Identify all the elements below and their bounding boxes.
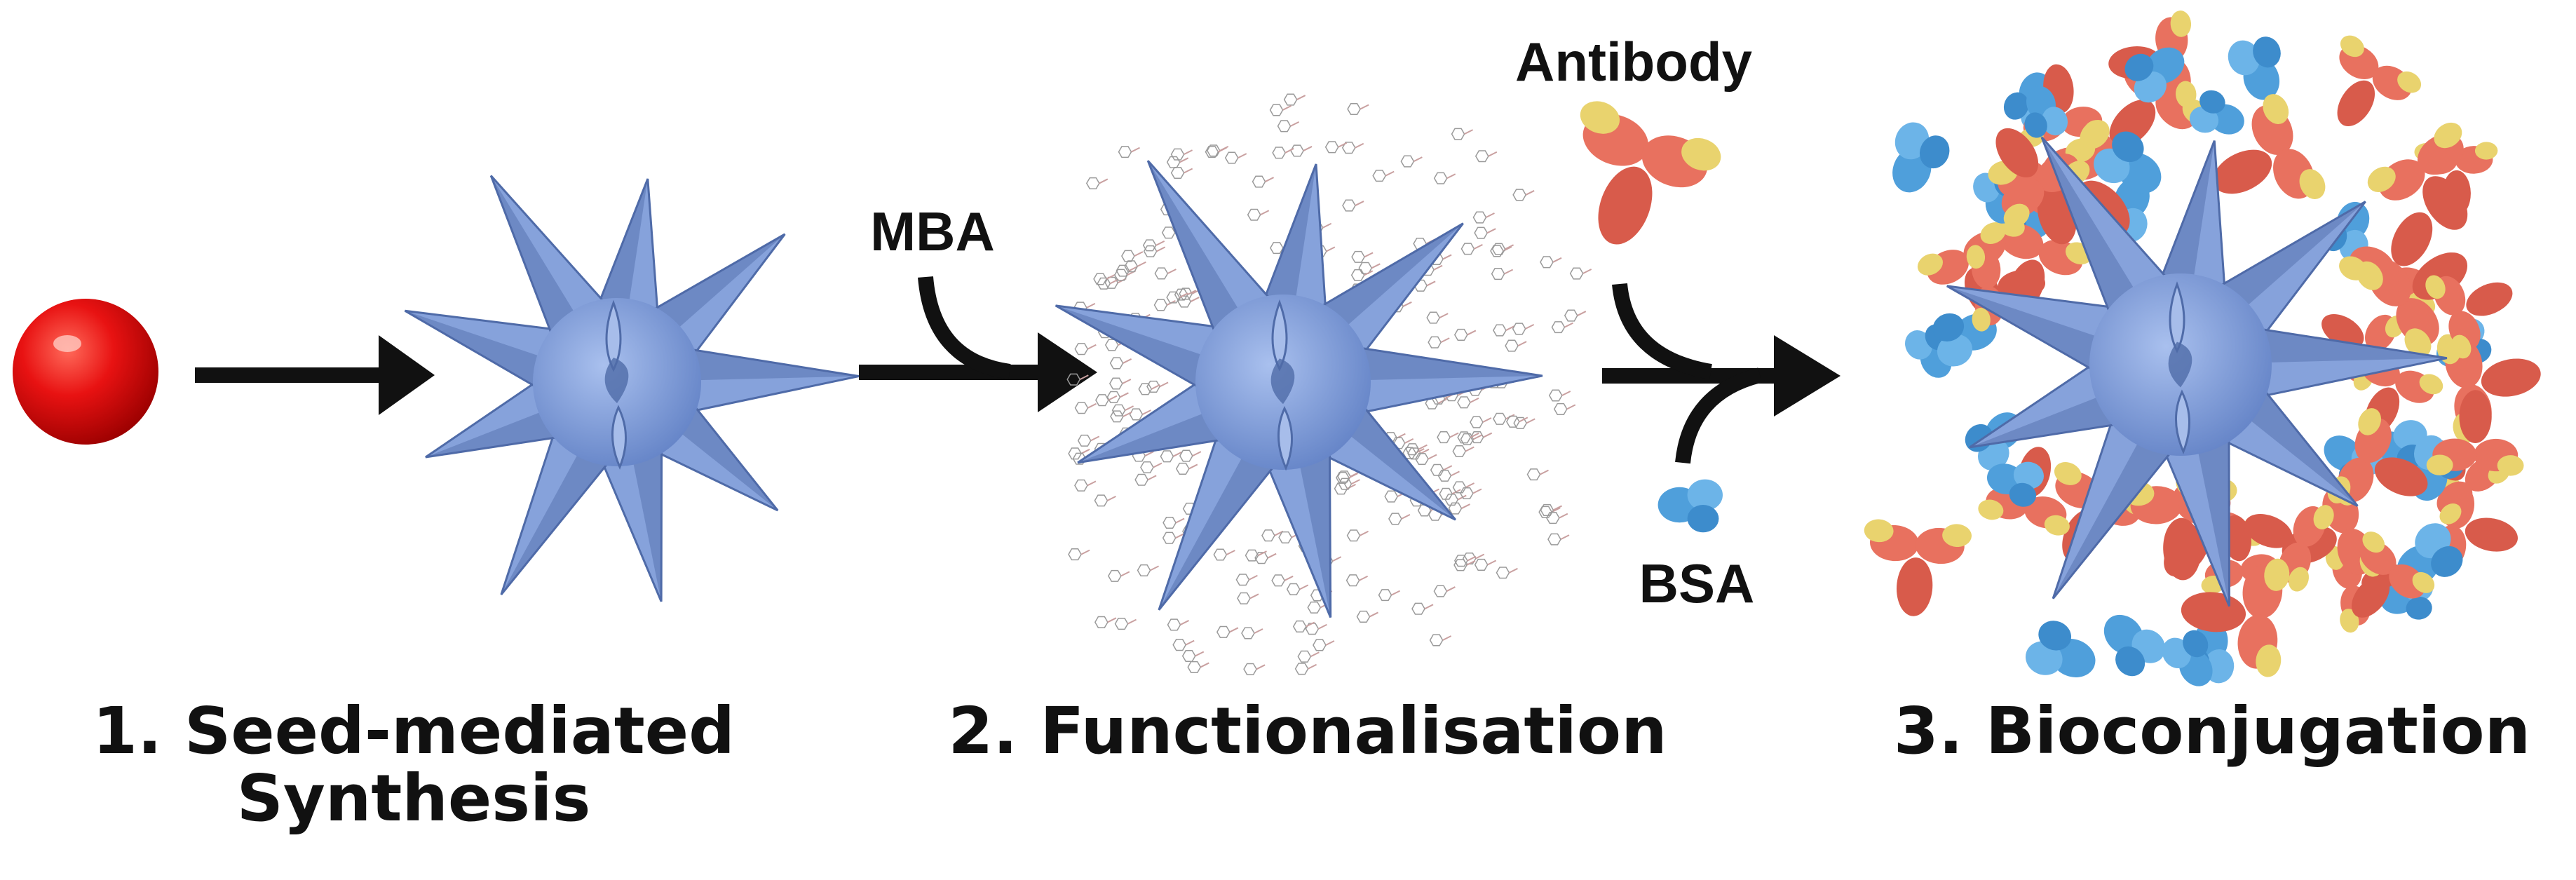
bsa-molecule	[1658, 479, 1723, 533]
nanostar-2	[1055, 160, 1543, 618]
nanostar-3	[1946, 136, 2448, 607]
step-1-line-1: 1. Seed-mediated	[92, 693, 735, 769]
antibody-molecule	[1580, 101, 1721, 245]
nanostar-1	[404, 175, 860, 602]
antibody-label: Antibody	[1515, 31, 1752, 93]
step-3-caption: 3. Bioconjugation	[1893, 693, 2531, 769]
seed-particle	[13, 299, 158, 445]
bioconjugation-arrow	[1602, 283, 1841, 464]
mba-label: MBA	[870, 201, 995, 262]
bsa-label: BSA	[1639, 553, 1755, 614]
protein-corona	[1864, 11, 2541, 686]
step-1-caption: 1. Seed-mediated Synthesis	[42, 698, 785, 832]
mba-arrow	[859, 276, 1097, 412]
arrow-1	[195, 335, 435, 415]
step-1-line-2: Synthesis	[236, 761, 591, 836]
step-2-caption: 2. Functionalisation	[948, 693, 1667, 769]
